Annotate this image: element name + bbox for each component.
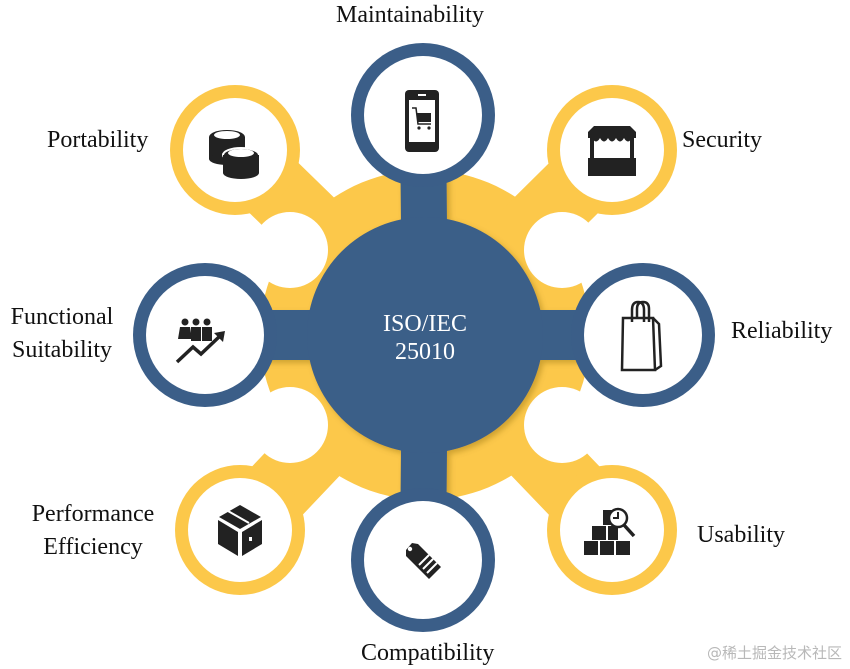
center-title-line2: 25010 (395, 339, 455, 365)
price-tag-icon (406, 543, 441, 579)
node-ring-reliability (571, 263, 715, 407)
label-performance-line2: Efficiency (43, 534, 143, 560)
label-security: Security (682, 127, 762, 153)
label-functional-suitability: Functional Suitability (0, 302, 124, 366)
label-performance-efficiency: Performance Efficiency (18, 499, 168, 563)
label-maintainability: Maintainability (336, 2, 484, 28)
package-box-icon (218, 505, 262, 556)
node-ring-security (547, 85, 677, 215)
coins-stack-icon (209, 130, 260, 179)
label-compatibility: Compatibility (361, 640, 495, 666)
label-functional-line1: Functional (10, 304, 114, 330)
label-portability: Portability (47, 127, 149, 153)
label-reliability: Reliability (731, 318, 833, 344)
blob-cutouts (252, 43, 600, 637)
center-title-line1: ISO/IEC (383, 311, 467, 337)
shopping-bag-icon (620, 300, 663, 372)
market-stall-icon (588, 126, 636, 176)
boxes-magnifier-icon (584, 507, 636, 555)
watermark: @稀土掘金技术社区 (706, 644, 842, 662)
label-performance-line1: Performance (31, 501, 155, 527)
node-ring-performance (175, 465, 305, 595)
smartphone-cart-icon (405, 90, 439, 152)
people-growth-icon (175, 318, 225, 364)
label-functional-line2: Suitability (11, 337, 112, 363)
label-usability: Usability (697, 522, 785, 548)
